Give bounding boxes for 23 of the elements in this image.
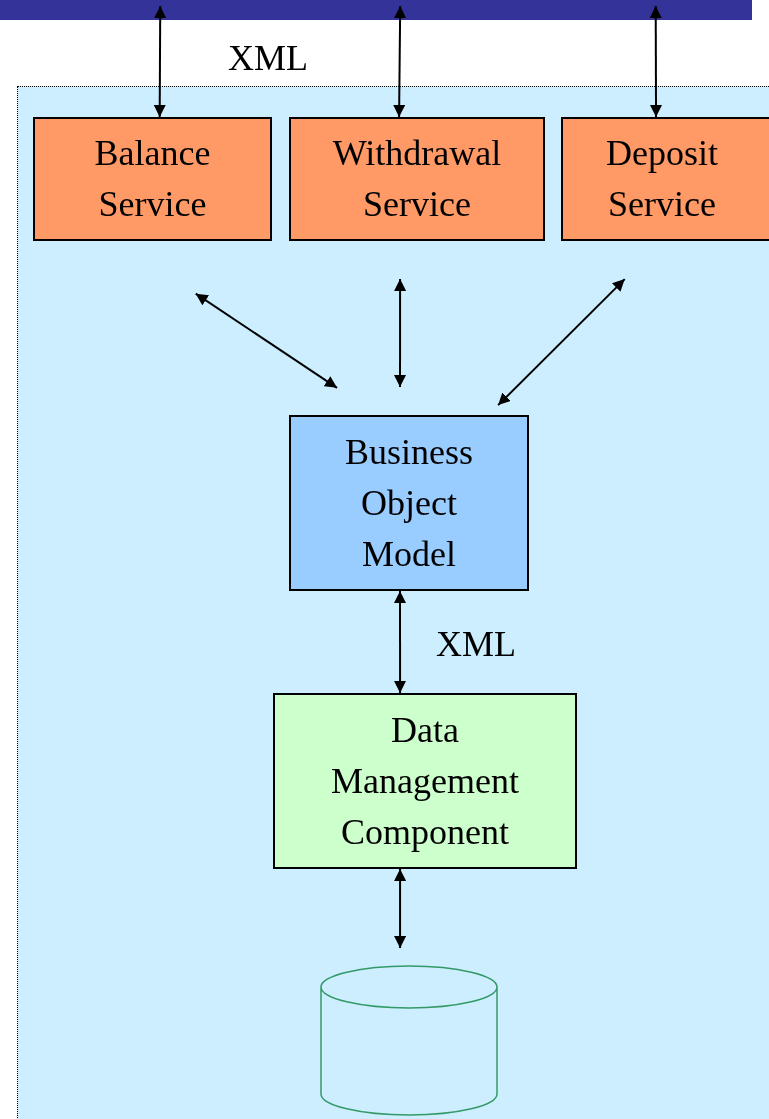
box-label: Data Management Component [330,708,520,854]
protocol-label: XML [228,38,308,78]
double-arrow [394,590,407,694]
database-cylinder [320,965,498,1117]
double-arrow [153,5,167,118]
double-arrow [649,5,662,118]
box-label: Balance Service [93,132,212,226]
box-label: Business Object Model [344,430,474,576]
top-bar [0,0,752,20]
process-box [561,117,769,241]
process-box [289,415,529,591]
protocol-label: XML [436,624,516,664]
double-arrow [393,5,407,118]
double-arrow [394,278,407,388]
box-label: Deposit Service [605,132,719,226]
double-arrow [394,868,407,949]
container-panel [17,86,769,1119]
box-label: Withdrawal Service [331,132,503,226]
double-arrow [194,292,338,389]
process-box [33,117,272,241]
process-box [289,117,545,241]
double-arrow [497,278,626,407]
process-box [273,693,577,869]
